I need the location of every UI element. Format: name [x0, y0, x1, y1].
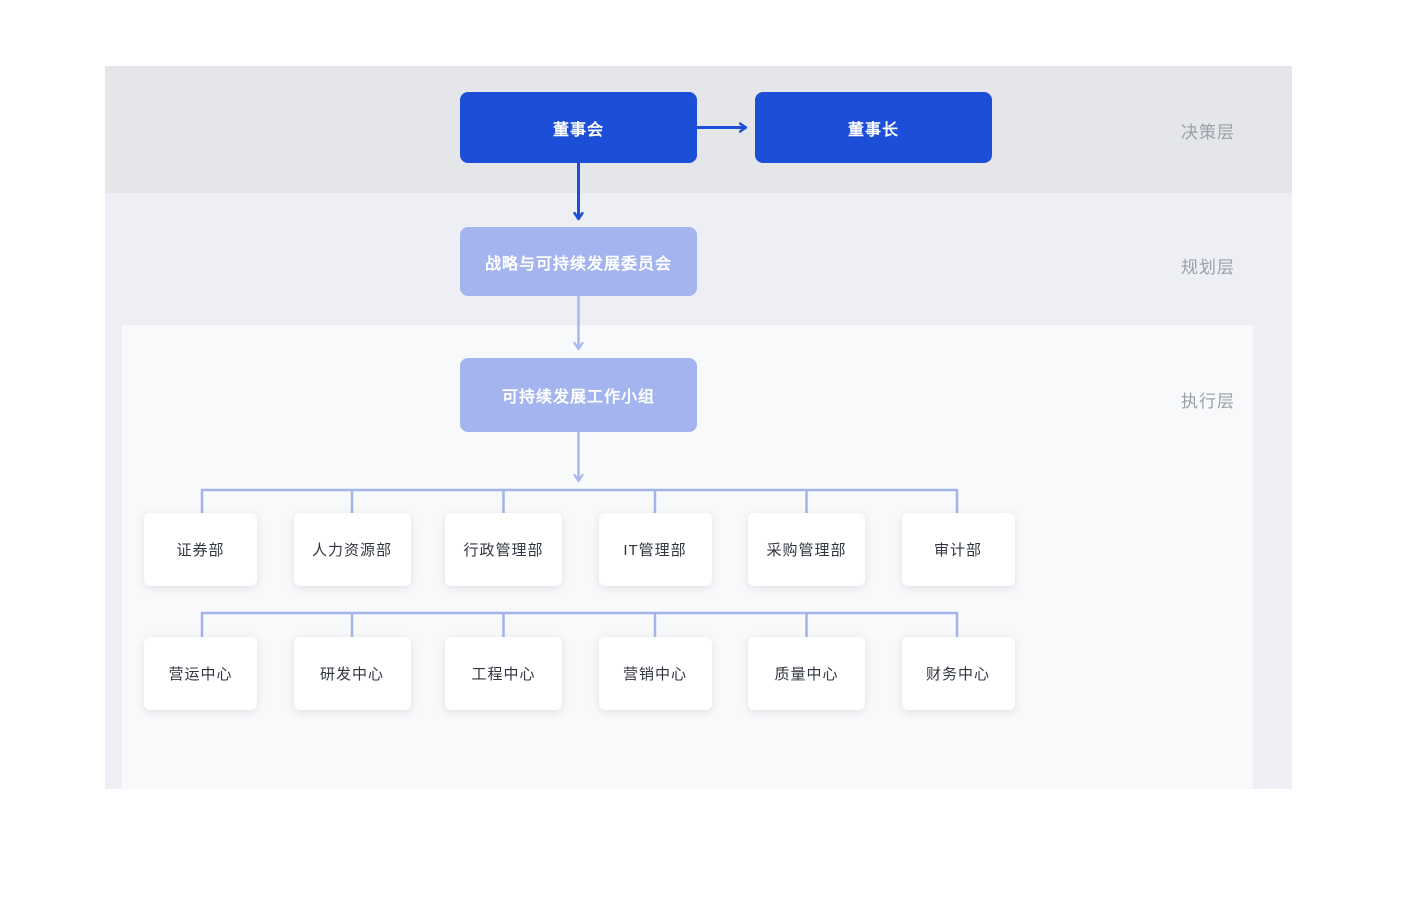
- node-department-admin: 行政管理部: [445, 513, 562, 586]
- node-department-it: IT管理部: [598, 513, 712, 586]
- decision-layer-band: [105, 66, 1292, 193]
- layer-label-execution: 执行层: [1181, 392, 1235, 411]
- node-workgroup: 可持续发展工作小组: [460, 358, 697, 432]
- node-center-engineering: 工程中心: [445, 637, 562, 710]
- node-center-finance: 财务中心: [901, 637, 1015, 710]
- node-center-rnd: 研发中心: [293, 637, 411, 710]
- layer-label-decision: 决策层: [1181, 123, 1235, 142]
- layer-label-planning: 规划层: [1181, 258, 1235, 277]
- node-board: 董事会: [460, 92, 697, 163]
- node-committee: 战略与可持续发展委员会: [460, 227, 697, 296]
- node-department-audit: 审计部: [901, 513, 1015, 586]
- node-department-hr: 人力资源部: [293, 513, 411, 586]
- node-department-securities: 证券部: [144, 513, 257, 586]
- node-department-procurement: 采购管理部: [748, 513, 865, 586]
- node-chairman: 董事长: [755, 92, 992, 163]
- node-center-quality: 质量中心: [748, 637, 865, 710]
- node-center-marketing: 营销中心: [598, 637, 712, 710]
- node-center-operations: 营运中心: [144, 637, 257, 710]
